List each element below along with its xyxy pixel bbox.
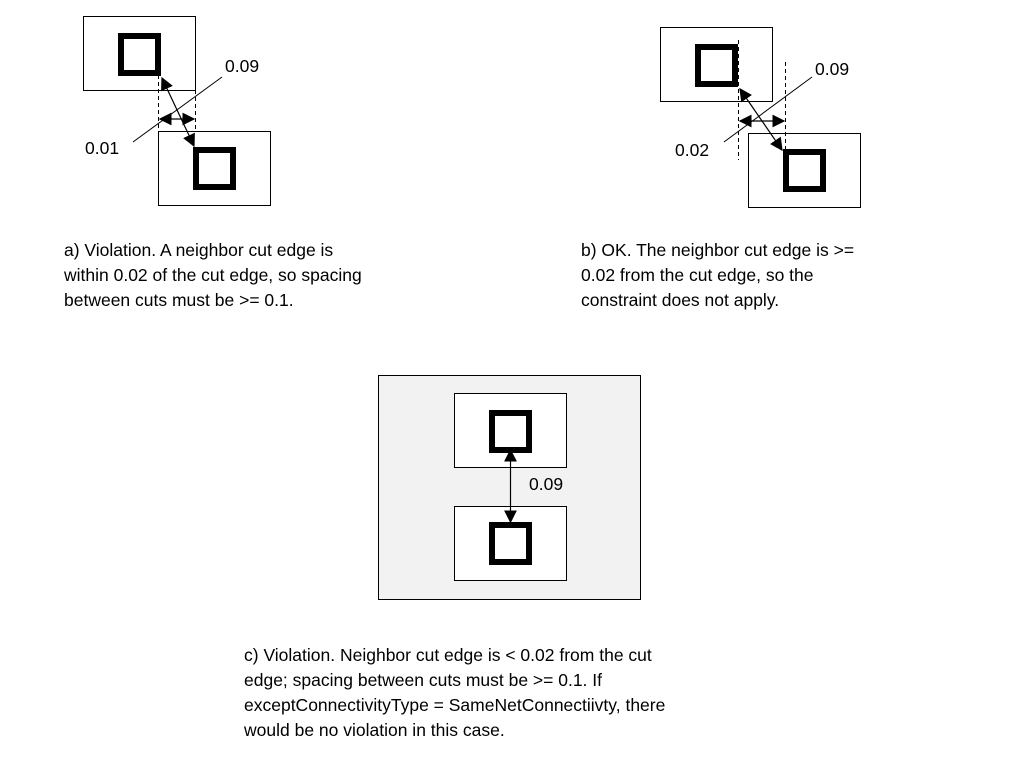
dim-label-edge: 0.01 — [85, 138, 119, 158]
caption-line: b) OK. The neighbor cut edge is >= — [581, 240, 855, 260]
caption-c: c) Violation. Neighbor cut edge is < 0.0… — [244, 643, 665, 743]
dim-label-vertical: 0.09 — [529, 474, 563, 494]
caption-line: would be no violation in this case. — [244, 720, 505, 740]
dimension-arrow-diagonal — [161, 76, 195, 148]
caption-line: within 0.02 of the cut edge, so spacing — [64, 265, 362, 285]
caption-line: 0.02 from the cut edge, so the — [581, 265, 814, 285]
panel-a: 0.09 0.01 — [83, 16, 271, 206]
metal-rect-upper — [660, 27, 773, 102]
caption-a: a) Violation. A neighbor cut edge is wit… — [64, 238, 362, 313]
leader-line-diagonal — [723, 76, 813, 143]
cut-square-lower — [783, 149, 826, 192]
dim-label-edge: 0.02 — [675, 140, 709, 160]
panel-b: 0.09 0.02 — [660, 27, 861, 208]
cut-square-upper — [695, 44, 738, 87]
caption-b: b) OK. The neighbor cut edge is >= 0.02 … — [581, 238, 854, 313]
caption-line: exceptConnectivityType = SameNetConnecti… — [244, 695, 666, 715]
cut-square-lower — [193, 147, 236, 190]
caption-line: c) Violation. Neighbor cut edge is < 0.0… — [244, 645, 652, 665]
caption-line: edge; spacing between cuts must be >= 0.… — [244, 670, 603, 690]
caption-line: constraint does not apply. — [581, 290, 780, 310]
metal-rect-upper — [83, 16, 196, 91]
dim-label-diagonal: 0.09 — [815, 59, 849, 79]
caption-line: a) Violation. A neighbor cut edge is — [64, 240, 334, 260]
metal-rect-lower — [158, 131, 271, 206]
leader-line-diagonal — [132, 76, 223, 143]
panel-c: 0.09 — [378, 375, 641, 600]
cut-square-upper — [118, 33, 161, 76]
cut-square-lower — [489, 522, 532, 565]
dim-label-diagonal: 0.09 — [225, 56, 259, 76]
metal-rect-lower — [748, 133, 861, 208]
caption-line: between cuts must be >= 0.1. — [64, 290, 294, 310]
